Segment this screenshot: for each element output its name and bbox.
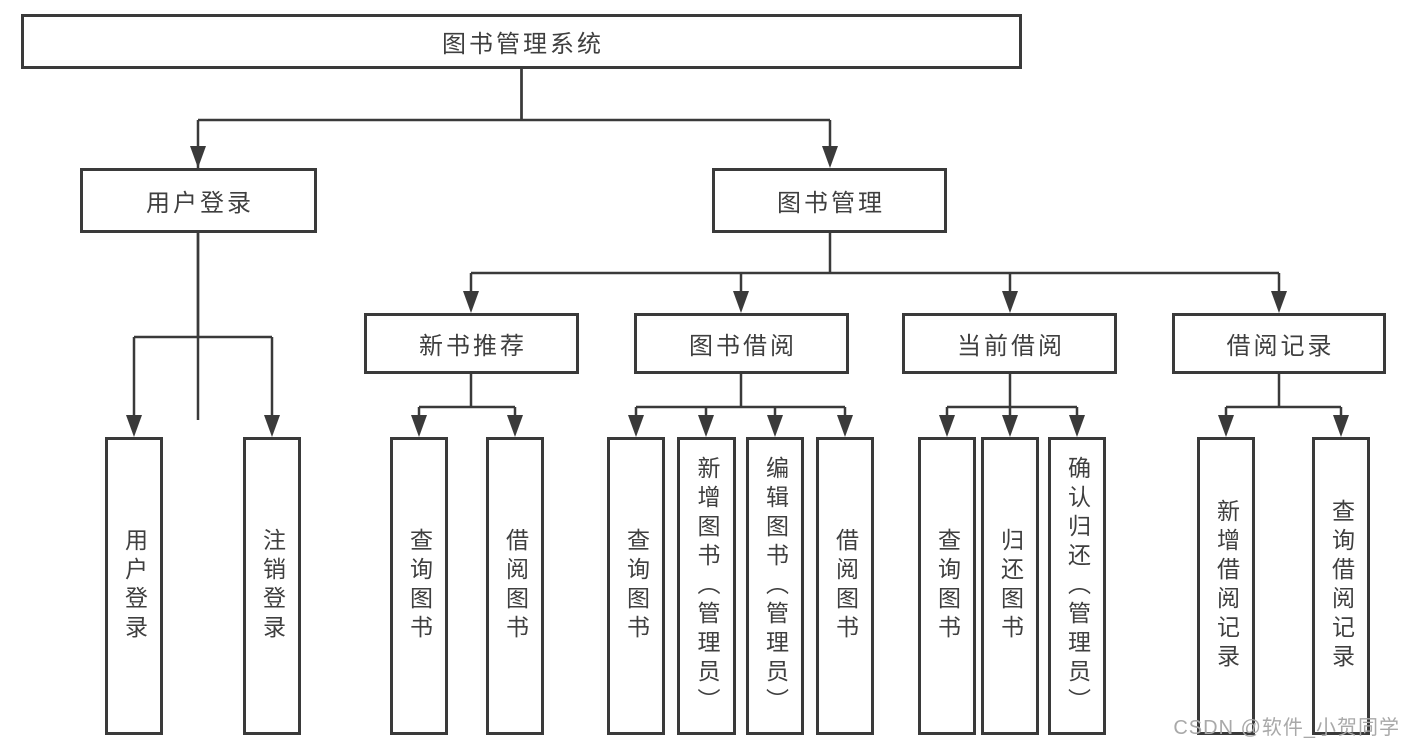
node-borrow-books-leaf: 借阅图书 — [816, 437, 874, 735]
node-borrow-books-recommend: 借阅图书 — [486, 437, 544, 735]
node-library-management-system: 图书管理系统 — [21, 14, 1022, 69]
node-query-books-current: 查询图书 — [918, 437, 976, 735]
connector-borrowing-records-to-leaves — [1218, 374, 1349, 437]
node-current-borrowing: 当前借阅 — [902, 313, 1117, 374]
connector-book-borrowing-to-leaves — [628, 374, 853, 437]
node-logout-leaf: 注销登录 — [243, 437, 301, 735]
node-user-login: 用户登录 — [80, 168, 317, 233]
node-add-books-admin: 新增图书（管理员） — [677, 437, 736, 735]
node-query-books-borrowing: 查询图书 — [607, 437, 665, 735]
node-query-borrow-record: 查询借阅记录 — [1312, 437, 1370, 735]
node-edit-books-admin: 编辑图书（管理员） — [746, 437, 804, 735]
connector-new-book-recommendation-to-leaves — [411, 374, 523, 437]
node-book-management: 图书管理 — [712, 168, 947, 233]
node-user-login-leaf: 用户登录 — [105, 437, 163, 735]
node-query-books-recommend: 查询图书 — [390, 437, 448, 735]
node-borrowing-records: 借阅记录 — [1172, 313, 1386, 374]
connector-user-login-to-leaves — [126, 233, 280, 437]
node-confirm-return-admin: 确认归还（管理员） — [1048, 437, 1106, 735]
connector-current-borrowing-to-leaves — [939, 374, 1085, 437]
watermark: CSDN @软件_小贺同学 — [1173, 717, 1400, 739]
node-add-borrow-record: 新增借阅记录 — [1197, 437, 1255, 735]
node-new-book-recommendation: 新书推荐 — [364, 313, 579, 374]
connector-book-management-to-level3 — [463, 233, 1287, 313]
node-book-borrowing: 图书借阅 — [634, 313, 849, 374]
node-return-books: 归还图书 — [981, 437, 1039, 735]
